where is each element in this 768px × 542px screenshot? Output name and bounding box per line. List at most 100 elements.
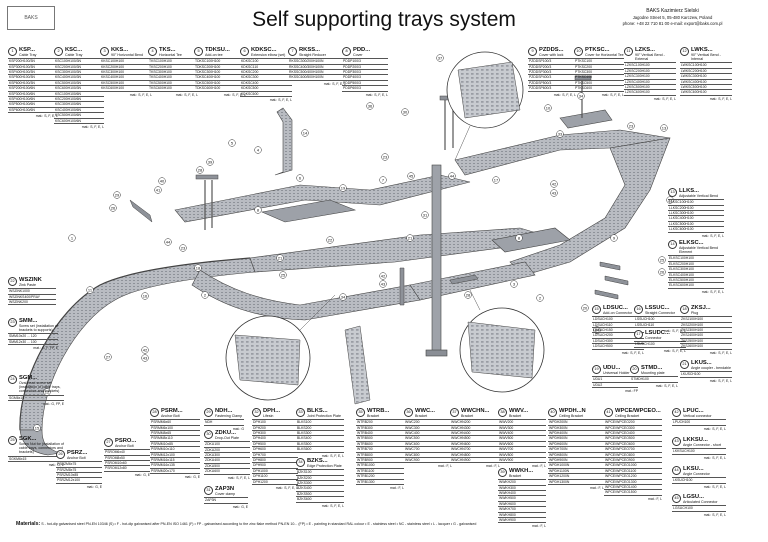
callout-marker: 25 [279, 271, 287, 279]
callout-marker: 27 [104, 353, 112, 361]
part-number-badge: 32 [252, 408, 261, 417]
table-row: PSRMM12x100 [150, 453, 200, 458]
part-number-badge: 23 [8, 318, 17, 327]
table-row: PSRMM10x85 [150, 442, 200, 448]
part-number-badge: 38 [498, 408, 507, 417]
callout-marker: 12 [43, 388, 51, 396]
part-material: mat.: S, F, E, L [709, 96, 732, 101]
part-material: mat.: S, F, E, L [35, 114, 58, 119]
part-title: UDU...Universal Holder [603, 365, 630, 375]
callout-marker: 33 [556, 130, 564, 138]
part-material: mat.: G, E [86, 484, 102, 489]
table-row: ZKSJ400H100 [680, 333, 732, 339]
table-row: SGKM6x15 [8, 457, 64, 462]
table-row: TKSC100H100 [148, 59, 198, 65]
table-row: KSP200H100/3N [8, 59, 58, 65]
svg-text:42: 42 [143, 348, 148, 353]
part-code: LKSU... [683, 466, 704, 472]
part-title: LPUC...Vertical connector [683, 408, 712, 418]
callout-marker: 9 [610, 234, 618, 242]
part-code: LSUDC... [645, 330, 670, 336]
table-row: WTRB200 [356, 420, 404, 426]
svg-text:34: 34 [341, 295, 346, 300]
callout-marker: 44 [164, 238, 172, 246]
svg-text:7: 7 [382, 178, 385, 183]
table-row: DPH800 [252, 458, 298, 464]
table-row: KKSC600H100 [100, 86, 152, 92]
table-row: WWKH300 [498, 486, 546, 491]
svg-text:2: 2 [539, 296, 542, 301]
table-row: KSC100H100/6N [54, 92, 104, 97]
callout-marker: 23 [179, 244, 187, 252]
table-row: LWKSC500H100 [680, 85, 732, 91]
table-row: TDKSC100H100 [194, 59, 246, 65]
table-row: KSC500H100/3N [54, 81, 104, 87]
part-description: Adjustable Vertical Bend [679, 194, 718, 198]
table-row: WWC900 [404, 458, 452, 464]
part-number-badge: 9 [528, 47, 537, 56]
callout-marker: 17 [492, 176, 500, 184]
part-title: WWKH...Bracket [509, 468, 533, 478]
svg-text:41: 41 [156, 188, 161, 193]
table-row: WWCHN800 [450, 453, 500, 458]
part-description: Add-on Connector [603, 311, 633, 315]
part-title: ELKSC...Adjustable Vertical Bend Element [679, 240, 724, 254]
table-row: KSC400H100/6N [54, 108, 104, 114]
part-title: NDH...Fastening Clamp [215, 408, 242, 418]
table-row: STMDH100 [630, 377, 678, 383]
table-row: LLKSC500H100 [668, 222, 724, 228]
svg-text:8: 8 [518, 236, 521, 241]
table-row: TDKSC400H100 [194, 75, 246, 81]
part-number-badge: 35 [356, 408, 365, 417]
svg-text:13: 13 [662, 126, 667, 131]
part-description: Angle Connector [683, 472, 710, 476]
part-material: mat.: F, L [390, 485, 404, 490]
table-row: BZKS100 [296, 470, 344, 476]
svg-text:20: 20 [583, 306, 588, 311]
part-code: DPH... [263, 408, 281, 414]
svg-text:14: 14 [303, 131, 308, 136]
table-row: WTRB700 [356, 447, 404, 453]
table-row: KSP200H100/6N [8, 86, 58, 92]
part-number-badge: 30 [204, 430, 213, 439]
table-row: KDKSC110 [240, 65, 292, 70]
svg-text:1: 1 [71, 236, 74, 241]
part-description: Angle Connector - short [683, 443, 721, 447]
table-row: LZKSC400H100 [624, 80, 676, 85]
svg-text:23: 23 [629, 124, 634, 129]
table-row: KSC300H100/6N [54, 102, 104, 108]
table-row: PSRMM20x170 [150, 469, 200, 475]
table-row: PDDP400/3 [342, 75, 388, 81]
table-row: LZKSC200H100 [624, 69, 676, 75]
table-row: KDKSC200 [240, 70, 292, 76]
callout-marker: 23 [381, 153, 389, 161]
svg-text:24: 24 [595, 328, 600, 333]
part-code: ZKSJ... [691, 305, 711, 311]
table-row: WPDH500N [548, 436, 604, 442]
table-row: ZDKU500 [204, 464, 250, 470]
part-material: mat.: S, F, E, L [653, 96, 676, 101]
part-code: PSRM... [161, 408, 183, 414]
part-number-badge: 22 [8, 277, 17, 286]
part-code: WSZINK [19, 277, 42, 283]
